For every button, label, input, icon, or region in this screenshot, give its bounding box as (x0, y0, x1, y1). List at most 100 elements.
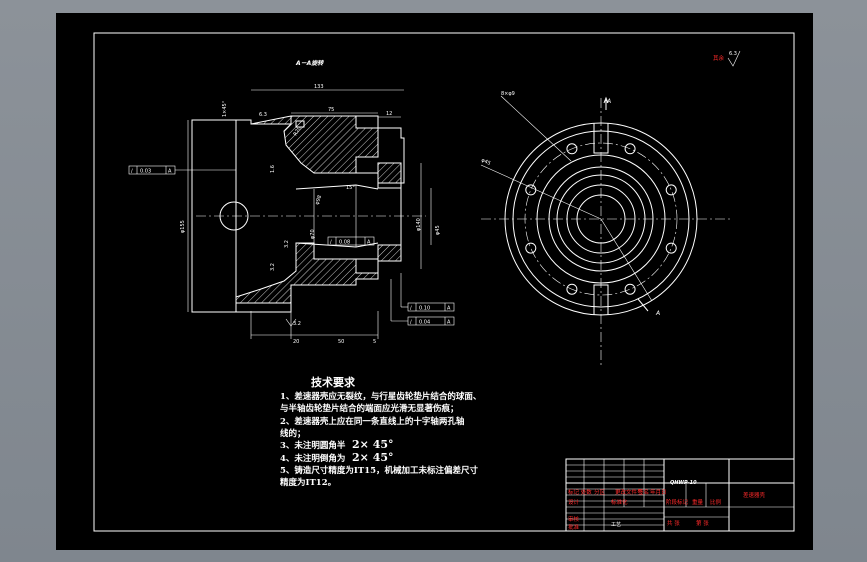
dim-inner-0: φ70 (310, 229, 316, 239)
hatch-top-lip (295, 120, 305, 128)
bore-lower (314, 244, 401, 260)
tb-cell-11: 工艺 (611, 522, 621, 528)
svg-text:0.10: 0.10 (419, 306, 430, 312)
tech-line-0: 1、差速器壳应无裂纹，与行星齿轮垫片结合的球面、 (280, 391, 481, 402)
title-block-grid (566, 459, 707, 531)
svg-text:0.08: 0.08 (339, 240, 350, 246)
outer-circle (504, 122, 698, 316)
hatch-bottom-wall (235, 242, 379, 304)
bolt-hole (624, 143, 636, 155)
tb-cell-5: 设计 (568, 498, 580, 506)
tol-frame-0: / 0.03 A (128, 165, 236, 175)
section-view: A－A旋转 (128, 59, 455, 345)
dim-inner-3: φ45 (435, 225, 441, 235)
pcd-label: φ45 (480, 157, 491, 167)
tb-cell-3: 签名 (638, 488, 649, 496)
slot-bottom (593, 284, 609, 315)
hatch-right-upper (377, 162, 402, 184)
dim-angle: 15° (346, 185, 355, 191)
tb-cell-6: 标准化 (611, 498, 628, 506)
dim-left-dia: φ155 (180, 220, 186, 233)
tech-line-4-value: 2× 45° (352, 438, 394, 451)
title-block: QHWP-10 差速器壳 标记 处数 分区 更改文件号 签名 年月日 设计 标准… (565, 458, 795, 532)
section-mark-label-1: A (655, 310, 660, 317)
dim-inner-2: φ140 (416, 218, 422, 231)
svg-text:0.04: 0.04 (419, 320, 430, 326)
tb-cell-9: 比例 (710, 498, 722, 506)
bore-upper (314, 172, 401, 189)
inner-border-frame (93, 32, 795, 532)
bolt-hole (566, 143, 578, 155)
section-mark-label-0: A (606, 98, 611, 105)
dim-top-0: 133 (314, 84, 324, 90)
tol-frame-1: / 0.08 A (327, 236, 375, 246)
dim-small-0: 1.6 (270, 165, 276, 173)
roughness-top: 6.3 (259, 112, 267, 118)
hatch-right-lower (377, 244, 402, 262)
part-name: 差速器壳 (743, 491, 766, 499)
tb-cell-8: 重量 (692, 498, 704, 506)
tech-line-5: 4、未注明倒角为 (280, 453, 345, 464)
svg-text:0.03: 0.03 (140, 169, 151, 175)
tb-cell-14: 第 张 (696, 519, 709, 527)
svg-text:A: A (168, 169, 172, 175)
slot-top (593, 123, 609, 154)
svg-text:/: / (410, 320, 412, 326)
roughness-bottom: 3.2 (293, 321, 301, 327)
tb-cell-1: 分区 (594, 488, 606, 496)
tech-title: 技术要求 (311, 375, 356, 389)
tech-line-4: 3、未注明圆角半 (280, 440, 346, 451)
bolt-hole (665, 184, 677, 196)
tech-line-6: 5、铸造尺寸精度为IT15，机械加工未标注偏差尺寸 (280, 465, 479, 476)
roughness-symbol (727, 50, 741, 67)
svg-text:A: A (447, 306, 451, 312)
tech-line-1: 与半轴齿轮垫片结合的端面应光滑无显著伤痕； (280, 403, 459, 414)
roughness-note-value: 6.3 (729, 51, 737, 57)
bolt-holes-label: 8×φ9 (501, 91, 515, 97)
dim-bottom-2: 5 (373, 339, 376, 345)
inner-taper-upper (295, 184, 379, 190)
tol-frame-2: / 0.10 A (400, 273, 455, 312)
cad-drawing: A－A旋转 (93, 32, 795, 532)
bolt-hole (525, 184, 537, 196)
tech-line-3: 线的； (280, 428, 306, 439)
tb-cell-12: 批准 (568, 523, 580, 531)
tb-cell-4: 年月日 (650, 488, 667, 496)
section-mark-bottom (637, 298, 649, 312)
dim-bottom-0: 20 (293, 339, 299, 345)
drawing-sheet[interactable]: A－A旋转 (56, 13, 813, 550)
tech-line-2: 2、差速器壳上应在同一条直线上的十字轴两孔轴 (280, 416, 465, 427)
dim-small-1: 3.2 (284, 240, 290, 248)
r-mark: R20 (293, 125, 303, 137)
tol-frame-3: / 0.04 A (390, 279, 455, 326)
tech-requirements: 技术要求 1、差速器壳应无裂纹，与行星齿轮垫片结合的球面、 与半轴齿轮垫片结合的… (280, 375, 481, 488)
dim-bottom-1: 50 (338, 339, 344, 345)
front-view: 8×φ9 φ45 A A (480, 91, 731, 368)
roughness-note-mark: 其余 (713, 54, 725, 62)
hatch-top-wall (250, 115, 379, 174)
svg-text:/: / (131, 169, 133, 175)
bolt-hole (665, 242, 677, 254)
svg-text:/: / (330, 240, 332, 246)
drawing-number: QHWP-10 (670, 480, 697, 486)
dim-inner-1: φ98 (314, 195, 323, 206)
dim-small-2: 3.2 (270, 263, 276, 271)
tb-cell-0: 标记 处数 (568, 488, 592, 496)
svg-text:A: A (367, 240, 371, 246)
tech-line-7: 精度为IT12。 (280, 477, 336, 488)
section-title: A－A旋转 (295, 59, 324, 67)
tb-cell-2: 更改文件号 (615, 488, 643, 496)
dim-top-2: 12 (386, 111, 392, 117)
svg-text:/: / (410, 306, 412, 312)
bolt-hole (525, 242, 537, 254)
svg-text:A: A (447, 320, 451, 326)
tb-cell-10: 审核 (568, 515, 580, 523)
dim-top-1: 75 (328, 107, 334, 113)
tb-cell-13: 共 张 (667, 519, 680, 527)
tech-line-5-value: 2× 45° (352, 451, 394, 464)
dim-chamfer-top: 1×45° (222, 100, 228, 117)
bolt-hole (566, 283, 578, 295)
tb-cell-7: 阶段标记 (666, 498, 689, 506)
bolt-hole (624, 283, 636, 295)
bolt-holes (525, 143, 677, 295)
